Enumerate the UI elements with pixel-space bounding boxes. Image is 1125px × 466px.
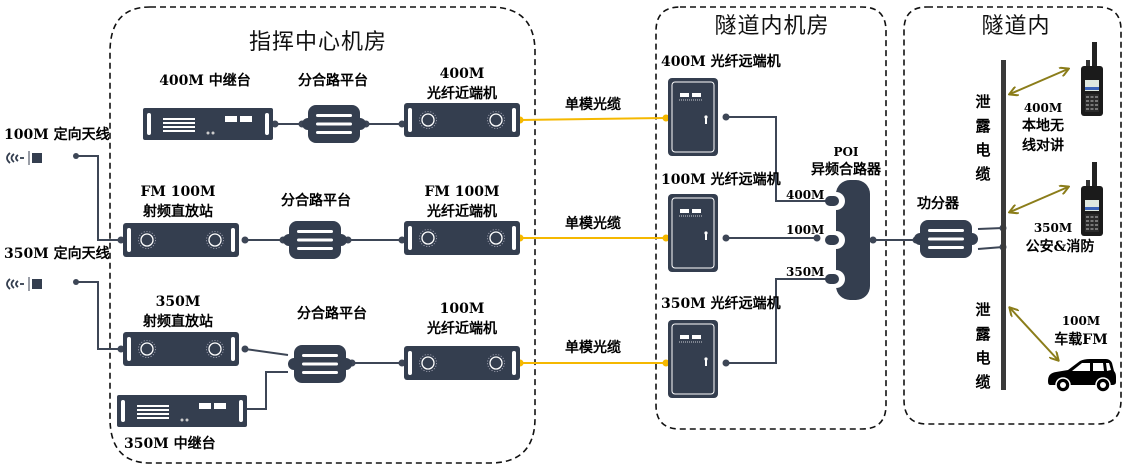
fiber-link-2-label: 单模光缆 (565, 216, 621, 232)
command-center-title: 指挥中心机房 (248, 30, 388, 55)
far-end-400m-label: 400M 光纤远端机 (661, 54, 781, 70)
combiner-1-device (302, 105, 366, 143)
rf-station-350m-device (122, 331, 240, 367)
combiner-2-device (283, 221, 347, 259)
repeater-400m-label: 400M 中继台 (159, 73, 251, 89)
combiner-3-label: 分合路平台 (297, 306, 367, 322)
radio-400m-label-3: 线对讲 (1022, 138, 1064, 154)
radio-350m-label-1: 350M (1033, 221, 1073, 235)
rf-station-fm100m-label-2: 射频直放站 (143, 204, 213, 220)
tunnel-room-zone-border (655, 6, 887, 430)
poi-label-1: POI (833, 145, 859, 159)
near-end-400m-label-1: 400M (439, 66, 485, 82)
repeater-350m-label: 350M 中继台 (124, 436, 216, 452)
vehicle-label-1: 100M (1061, 314, 1101, 328)
leaky-cable-label-bottom: 泄 露 电 缆 (974, 298, 992, 394)
far-end-350m-label: 350M 光纤远端机 (661, 296, 781, 312)
command-center-zone-border (109, 6, 536, 464)
tunnel-room-title: 隧道内机房 (714, 14, 830, 39)
near-end-fm100m-label-1: FM 100M (424, 184, 500, 200)
leaky-cable-char: 电 (975, 141, 991, 159)
antenna-350m-icon (6, 276, 43, 292)
connector-dots (73, 113, 1007, 367)
vehicle-icon (1048, 359, 1116, 393)
leaky-cable (1001, 60, 1006, 390)
combiner-2-label: 分合路平台 (281, 193, 351, 209)
near-end-100m-device (403, 345, 521, 381)
rf-station-350m-label-2: 射频直放站 (143, 314, 213, 330)
antenna-350m-label: 350M 定向天线 (4, 246, 110, 262)
vehicle-label-2: 车载FM (1054, 332, 1108, 348)
leaky-cable-char: 电 (975, 349, 991, 367)
fiber-link-3-label: 单模光缆 (565, 340, 621, 356)
rf-station-fm100m-label-1: FM 100M (140, 184, 216, 200)
poi-label-2: 异频合路器 (811, 162, 881, 178)
fiber-lines (519, 117, 667, 364)
poi-port-350m-label: 350M (786, 265, 825, 279)
antenna-100m-icon (6, 150, 43, 166)
repeater-350m-device (117, 395, 247, 427)
leaky-cable-char: 露 (975, 117, 991, 135)
near-end-400m-label-2: 光纤近端机 (427, 86, 497, 102)
fiber-dots (516, 114, 670, 367)
rf-station-350m-label-1: 350M (155, 294, 201, 310)
leaky-cable-char: 缆 (975, 373, 991, 391)
tunnel-zone-border (903, 6, 1122, 425)
far-end-100m-label: 100M 光纤远端机 (661, 172, 781, 188)
combiner-3-device (288, 345, 352, 383)
far-end-350m-device (667, 319, 719, 399)
poi-port-100m-label: 100M (786, 223, 825, 237)
tunnel-title: 隧道内 (981, 14, 1051, 39)
leaky-cable-char: 露 (975, 325, 991, 343)
near-end-fm100m-label-2: 光纤近端机 (427, 204, 497, 220)
far-end-400m-device (667, 77, 719, 157)
near-end-100m-label-1: 100M (439, 301, 485, 317)
antenna-100m-label: 100M 定向天线 (4, 127, 110, 143)
radio-400m-label-1: 400M (1023, 101, 1063, 115)
leaky-cable-label-top: 泄 露 电 缆 (974, 90, 992, 186)
rf-station-fm100m-device (122, 222, 240, 258)
radio-350m-label-2: 公安&消防 (1025, 239, 1095, 255)
near-end-100m-label-2: 光纤近端机 (427, 321, 497, 337)
combiner-1-label: 分合路平台 (298, 73, 368, 89)
leaky-cable-char: 泄 (975, 93, 991, 111)
splitter-label: 功分器 (917, 196, 959, 212)
wireless-arrows (1010, 69, 1068, 360)
power-splitter-device (914, 220, 978, 258)
poi-combiner-device (825, 180, 870, 300)
near-end-fm100m-device (403, 220, 521, 256)
repeater-400m-device (143, 108, 273, 140)
leaky-cable-char: 缆 (975, 165, 991, 183)
radio-350m-icon (1081, 162, 1103, 236)
fiber-link-1-label: 单模光缆 (565, 97, 621, 113)
radio-400m-label-2: 本地无 (1022, 118, 1064, 134)
radio-400m-icon (1081, 42, 1103, 116)
far-end-100m-device (667, 193, 719, 273)
coax-lines (76, 116, 1004, 410)
leaky-cable-char: 泄 (975, 301, 991, 319)
poi-port-400m-label: 400M (786, 188, 825, 202)
near-end-400m-device (403, 102, 521, 138)
